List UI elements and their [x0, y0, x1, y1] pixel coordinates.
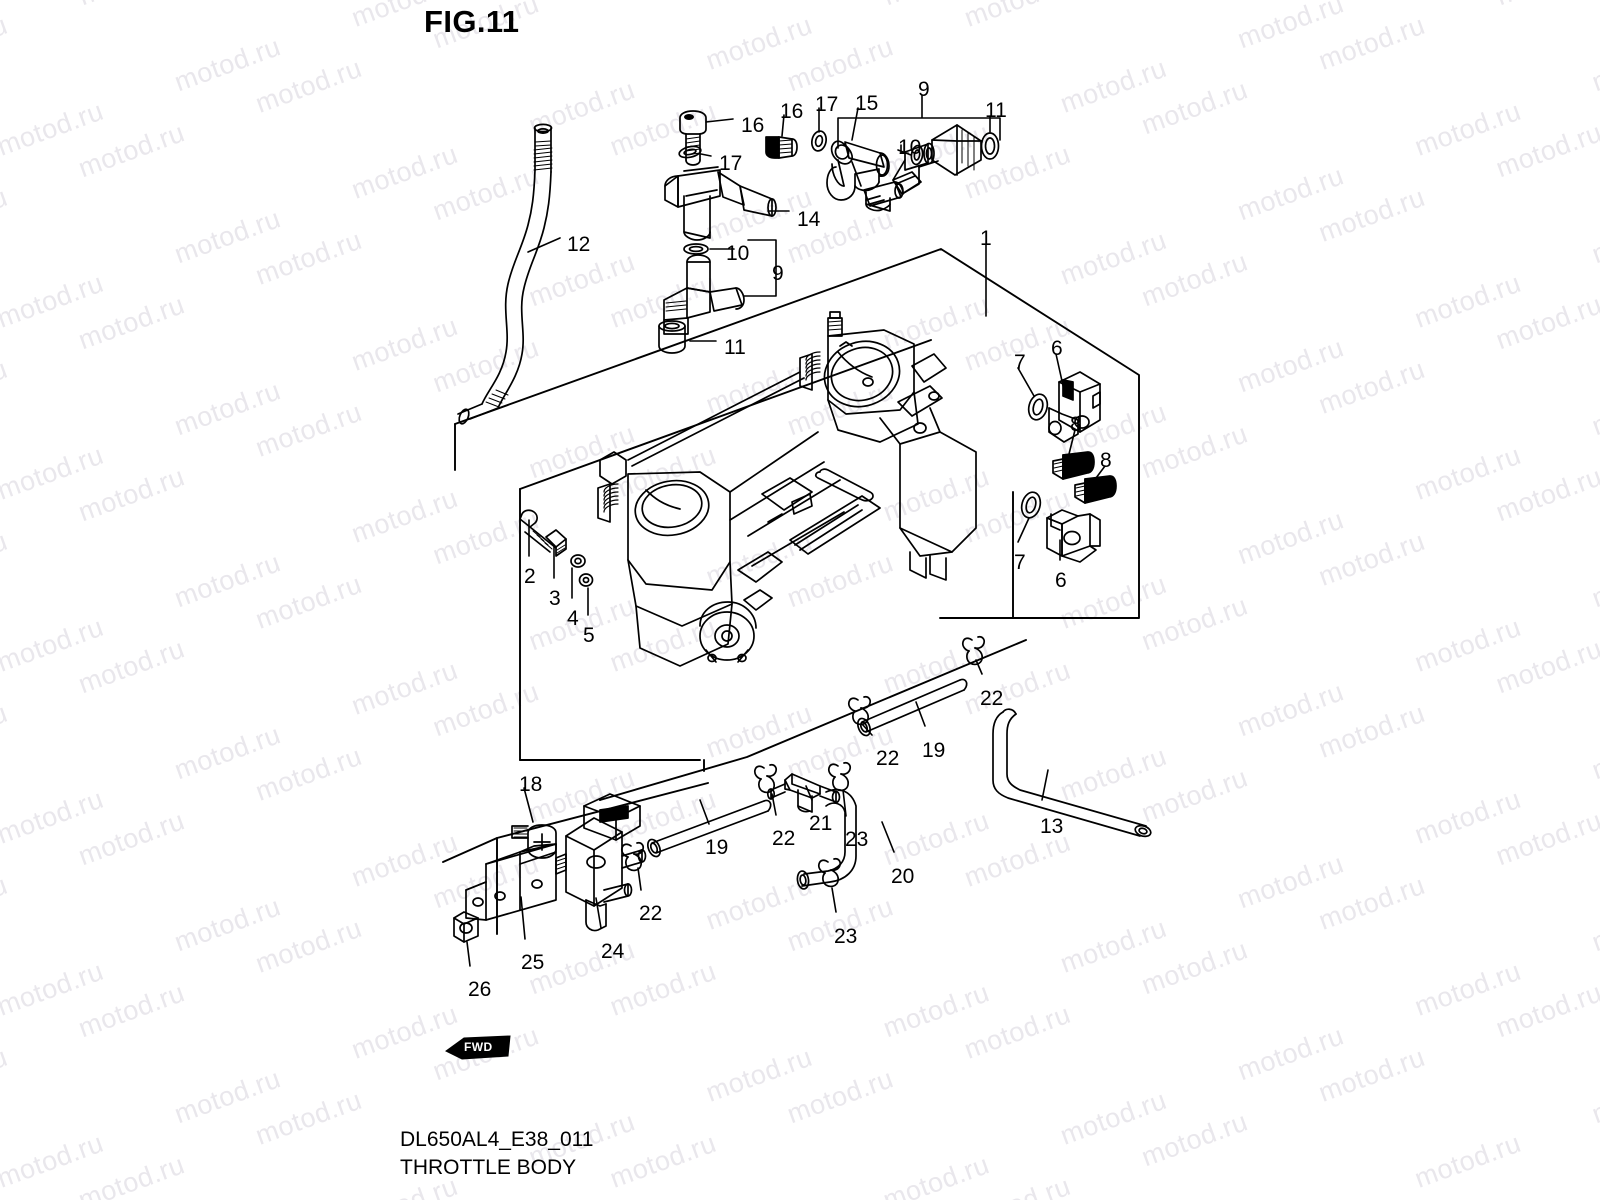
- callout-number-14: 14: [797, 208, 821, 231]
- figure-caption: DL650AL4_E38_011 THROTTLE BODY: [400, 1126, 593, 1181]
- caption-code: DL650AL4_E38_011: [400, 1128, 594, 1151]
- fwd-arrow-icon: [445, 1035, 511, 1060]
- callout-number-18: 18: [519, 773, 543, 796]
- callout-number-13: 13: [1040, 815, 1064, 838]
- callout-number-23: 23: [834, 925, 858, 948]
- part-13-breather-hose: [992, 708, 1152, 838]
- part-9-injector-left: [663, 254, 745, 335]
- part-2-screw: [519, 509, 557, 553]
- callout-number-23: 23: [845, 828, 869, 851]
- callout-number-15: 15: [855, 92, 879, 115]
- assembly-group-box-main: [454, 248, 1140, 761]
- part-3-adjusting-screw: [545, 529, 567, 557]
- callout-number-19: 19: [705, 836, 729, 859]
- part-22-clamp-c: [753, 763, 778, 794]
- throttle-spring: [805, 351, 821, 381]
- callout-number-3: 3: [549, 587, 561, 610]
- part-1-throttle-body-assembly: [597, 311, 977, 667]
- callout-number-22: 22: [876, 747, 900, 770]
- part-22-clamp-a: [961, 635, 986, 666]
- part-17-gasket-right: [810, 130, 828, 152]
- part-10-o-ring-left: [683, 243, 709, 255]
- part-25-bracket: [465, 843, 557, 921]
- part-23-clamp-a: [827, 761, 852, 792]
- part-7-o-ring-upper: [1027, 393, 1049, 421]
- part-7-o-ring-lower: [1020, 491, 1042, 519]
- callout-number-4: 4: [567, 607, 579, 630]
- part-19-hose-upper: [856, 678, 968, 737]
- leader-lines: [466, 94, 1106, 967]
- caption-name: THROTTLE BODY: [400, 1155, 577, 1179]
- callout-number-19: 19: [922, 739, 946, 762]
- callout-number-9: 9: [772, 262, 784, 285]
- callout-number-6: 6: [1055, 569, 1067, 592]
- callout-number-20: 20: [891, 865, 915, 888]
- callout-number-12: 12: [567, 233, 591, 256]
- part-19-hose-lower: [646, 799, 772, 858]
- part-26-nut: [453, 911, 479, 943]
- part-11-seal-left: [658, 320, 686, 354]
- assembly-group-box-lower: [599, 639, 1027, 801]
- callout-number-5: 5: [583, 624, 595, 647]
- part-6-sensor-lower: [1046, 509, 1101, 563]
- part-8-screw-lower: [1074, 475, 1117, 504]
- callout-number-11: 11: [985, 99, 1007, 122]
- part-14-delivery-pipe: [664, 166, 777, 241]
- fwd-label: FWD: [464, 1040, 493, 1054]
- callout-number-16: 16: [780, 100, 804, 123]
- callout-number-25: 25: [521, 951, 545, 974]
- callout-number-7: 7: [1014, 351, 1026, 374]
- part-8-screw-upper: [1052, 451, 1095, 480]
- part-15-fuel-joint: [826, 140, 904, 212]
- assembly-group-box-bracket: [442, 782, 709, 935]
- callout-number-22: 22: [772, 827, 796, 850]
- callout-number-6: 6: [1051, 337, 1063, 360]
- callout-number-1: 1: [980, 227, 992, 250]
- callout-number-21: 21: [809, 812, 833, 835]
- callout-number-8: 8: [1100, 449, 1112, 472]
- forward-direction-marker: FWD: [444, 1032, 514, 1069]
- page-title: FIG.11: [424, 4, 520, 39]
- part-10-o-ring-right: [910, 144, 924, 166]
- callout-number-10: 10: [898, 136, 922, 159]
- part-17-gasket-left: [678, 145, 702, 159]
- callout-number-17: 17: [719, 152, 743, 175]
- callout-number-9: 9: [918, 78, 930, 101]
- part-12-fuel-hose: [457, 123, 553, 425]
- part-11-seal-right: [980, 132, 1000, 160]
- hose-crimp-texture: [533, 140, 553, 159]
- callout-number-16: 16: [741, 114, 765, 137]
- callout-number-11: 11: [724, 336, 746, 359]
- part-23-clamp-b: [817, 857, 842, 888]
- callout-number-8: 8: [1070, 413, 1082, 436]
- part-21-three-way-joint: [766, 773, 841, 813]
- callout-number-2: 2: [524, 565, 536, 588]
- part-24-solenoid-valve: [555, 793, 647, 932]
- part-6-sensor-upper: [1048, 371, 1101, 443]
- callout-number-7: 7: [1014, 551, 1026, 574]
- part-4-washer: [570, 554, 586, 568]
- callout-number-24: 24: [601, 940, 625, 963]
- callout-number-22: 22: [639, 902, 663, 925]
- part-22-clamp-b: [847, 695, 872, 726]
- callout-number-17: 17: [815, 93, 839, 116]
- callout-number-10: 10: [726, 242, 750, 265]
- callout-number-22: 22: [980, 687, 1004, 710]
- part-16-bolt-short: [765, 136, 798, 159]
- part-9-injector-right: [892, 124, 982, 195]
- part-5-o-ring: [578, 573, 594, 587]
- callout-number-26: 26: [468, 978, 492, 1001]
